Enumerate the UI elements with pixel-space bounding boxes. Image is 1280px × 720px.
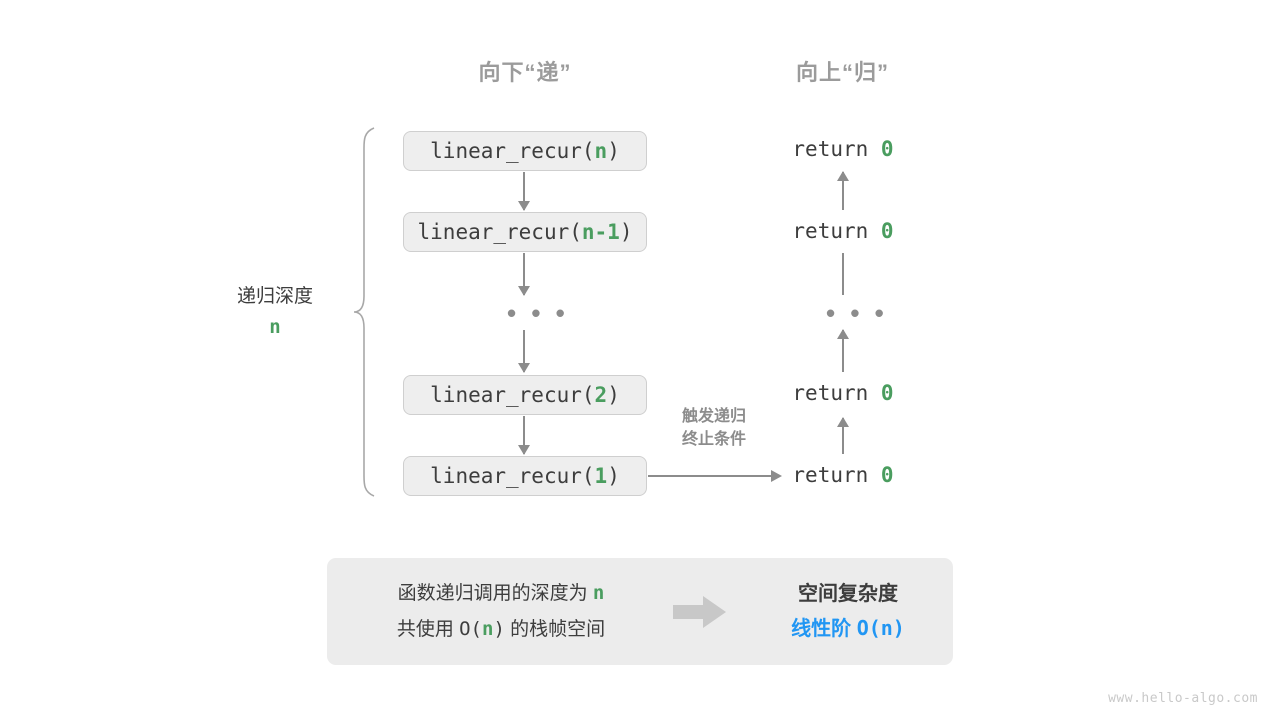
arrow-up-1 <box>837 171 849 210</box>
summary-right-text: 空间复杂度 线性阶 O(n) <box>743 577 953 646</box>
space-complexity-value: 线性阶 O(n) <box>743 611 953 646</box>
recursion-depth-value: n <box>269 316 281 339</box>
return-value-2: return 0 <box>733 219 953 243</box>
call-box-prefix: linear_recur( <box>430 464 595 488</box>
arrow-terminate-condition <box>648 470 782 482</box>
summary-line-2: 共使用 O(n) 的栈帧空间 <box>345 612 657 647</box>
column-header-descend: 向下“递” <box>478 60 572 85</box>
call-box-arg: 1 <box>594 464 608 488</box>
footer-watermark: www.hello-algo.com <box>1108 691 1258 706</box>
return-number: 0 <box>880 463 894 487</box>
summary-line-2-var: n <box>481 617 494 640</box>
terminate-condition-label: 触发递归 终止条件 <box>651 405 777 451</box>
block-arrow-right-icon <box>673 595 726 628</box>
ellipsis-right: • • • <box>826 298 888 328</box>
terminate-condition-line2: 终止条件 <box>681 431 746 449</box>
summary-line-1-var: n <box>592 582 605 605</box>
arrow-up-4 <box>837 417 849 454</box>
call-box-n-minus-1: linear_recur(n-1) <box>403 212 647 252</box>
summary-line-2-post: 的栈帧空间 <box>504 618 606 640</box>
arrow-down-4 <box>518 416 530 455</box>
call-box-arg: n-1 <box>581 220 620 244</box>
arrow-down-2 <box>518 253 530 296</box>
call-box-arg: 2 <box>594 383 608 407</box>
return-value-top: return 0 <box>733 137 953 161</box>
call-box-1: linear_recur(1) <box>403 456 647 496</box>
summary-arrow-wrap <box>657 595 743 629</box>
line-up-2 <box>842 253 844 295</box>
call-box-suffix: ) <box>607 139 620 163</box>
return-value-bottom: return 0 <box>733 463 953 487</box>
call-box-prefix: linear_recur( <box>430 383 595 407</box>
summary-left-text: 函数递归调用的深度为 n 共使用 O(n) 的栈帧空间 <box>327 576 657 646</box>
summary-line-1: 函数递归调用的深度为 n <box>345 576 657 611</box>
return-keyword: return <box>792 463 869 487</box>
call-box-prefix: linear_recur( <box>430 139 595 163</box>
return-number: 0 <box>880 219 894 243</box>
recursion-depth-brace <box>353 127 375 497</box>
space-complexity-title: 空间复杂度 <box>798 583 898 605</box>
return-keyword: return <box>792 137 869 161</box>
return-number: 0 <box>880 381 894 405</box>
return-keyword: return <box>792 219 869 243</box>
call-box-suffix: ) <box>607 464 620 488</box>
terminate-condition-line1: 触发递归 <box>681 408 746 425</box>
recursion-depth-label: 递归深度 n <box>180 282 370 343</box>
call-box-prefix: linear_recur( <box>417 220 582 244</box>
summary-line-1-text: 函数递归调用的深度为 <box>397 583 593 605</box>
return-number: 0 <box>880 137 894 161</box>
space-complexity-notation: O(n) <box>856 616 905 640</box>
ellipsis-left: • • • <box>507 298 569 328</box>
return-value-3: return 0 <box>733 381 953 405</box>
summary-line-2-bigo: O( <box>459 617 482 640</box>
arrow-down-1 <box>518 172 530 211</box>
call-box-arg: n <box>594 139 608 163</box>
summary-line-2-close: ) <box>493 617 505 640</box>
call-box-suffix: ) <box>607 383 620 407</box>
call-box-suffix: ) <box>619 220 633 244</box>
recursion-depth-text: 递归深度 <box>236 286 313 307</box>
space-complexity-order: 线性阶 <box>791 618 852 640</box>
call-box-n: linear_recur(n) <box>403 131 647 171</box>
call-box-2: linear_recur(2) <box>403 375 647 415</box>
summary-line-2-pre: 共使用 <box>396 618 460 640</box>
arrow-down-3 <box>518 330 530 373</box>
summary-panel: 函数递归调用的深度为 n 共使用 O(n) 的栈帧空间 空间复杂度 线性阶 O(… <box>327 558 953 665</box>
column-header-ascend: 向上“归” <box>795 60 889 85</box>
return-keyword: return <box>792 381 869 405</box>
arrow-up-3 <box>837 329 849 372</box>
